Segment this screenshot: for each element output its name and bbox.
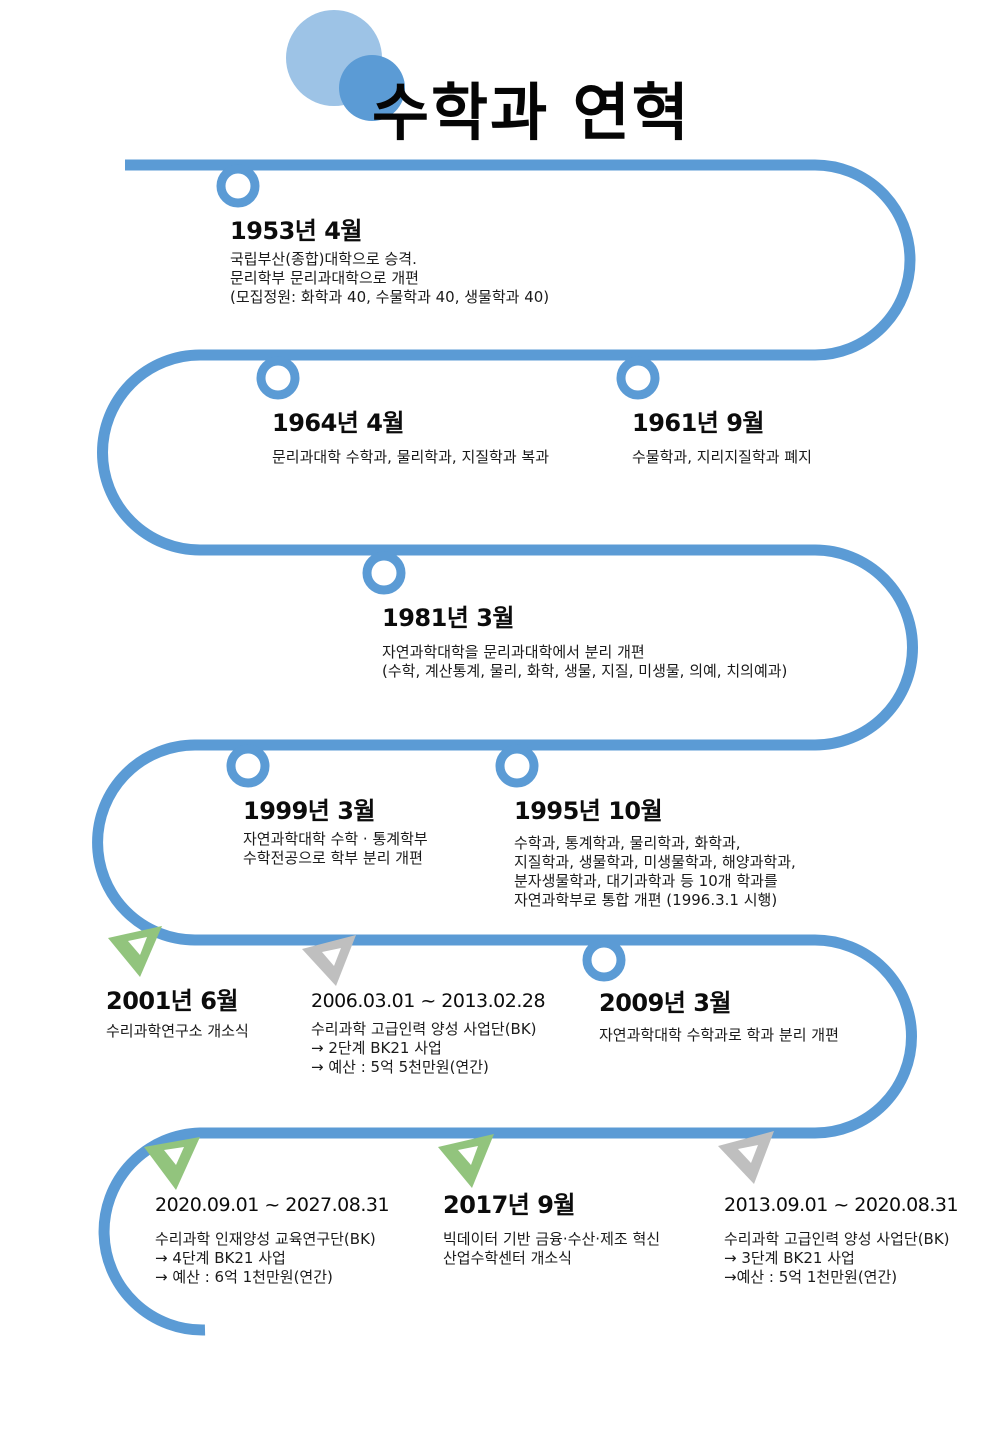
desc-line: 수학과, 통계학과, 물리학과, 화학과, (514, 834, 741, 853)
marker-circle-1995 (495, 744, 539, 788)
event-1999: 1999년 3월 자연과학대학 수학 · 통계학부 수학전공으로 학부 분리 개… (243, 798, 428, 868)
event-desc: 수리과학 고급인력 양성 사업단(BK) → 3단계 BK21 사업 →예산 :… (724, 1230, 958, 1287)
desc-line: 수물학과, 지리지질학과 폐지 (632, 448, 812, 467)
event-desc: 자연과학대학 수학 · 통계학부 수학전공으로 학부 분리 개편 (243, 830, 428, 868)
desc-line: 산업수학센터 개소식 (443, 1249, 572, 1268)
event-2009: 2009년 3월 자연과학대학 수학과로 학과 분리 개편 (599, 990, 839, 1045)
event-desc: 수리과학 고급인력 양성 사업단(BK) → 2단계 BK21 사업 → 예산 … (311, 1020, 545, 1077)
event-date: 2001년 6월 (106, 987, 239, 1015)
marker-triangle-2006 (302, 935, 356, 986)
event-desc: 수학과, 통계학과, 물리학과, 화학과, 지질학과, 생물학과, 미생물학과,… (514, 834, 796, 910)
desc-line: 빅데이터 기반 금융·수산·제조 혁신 (443, 1230, 661, 1249)
marker-circle-1964 (256, 356, 300, 400)
event-date: 1953년 4월 (230, 217, 363, 245)
desc-line: 자연과학대학 수학 · 통계학부 (243, 830, 428, 849)
event-desc: 국립부산(종합)대학으로 승격. 문리학부 문리과대학으로 개편 (모집정원: … (230, 250, 549, 307)
marker-circle-1999 (226, 744, 270, 788)
event-desc: 빅데이터 기반 금융·수산·제조 혁신 산업수학센터 개소식 (443, 1230, 660, 1268)
desc-line: →예산 : 5억 1천만원(연간) (724, 1267, 898, 1286)
desc-line: → 2단계 BK21 사업 (311, 1038, 442, 1057)
event-desc: 문리과대학 수학과, 물리학과, 지질학과 복과 (272, 448, 549, 467)
event-2020-2027: 2020.09.01 ~ 2027.08.31 수리과학 인재양성 교육연구단(… (155, 1194, 390, 1287)
event-1964: 1964년 4월 문리과대학 수학과, 물리학과, 지질학과 복과 (272, 410, 549, 467)
desc-line: 지질학과, 생물학과, 미생물학과, 해양과학과, (514, 853, 796, 872)
desc-line: 자연과학대학을 문리과대학에서 분리 개편 (382, 643, 645, 662)
event-date: 1961년 9월 (632, 409, 765, 437)
page-title: 수학과 연혁 (372, 76, 691, 149)
event-date: 2006.03.01 ~ 2013.02.28 (311, 990, 546, 1012)
desc-line: 문리학부 문리과대학으로 개편 (230, 269, 419, 288)
decor-circle-dark (339, 55, 405, 121)
event-date: 2017년 9월 (443, 1191, 576, 1219)
marker-triangle-2001 (108, 926, 162, 977)
event-2017: 2017년 9월 빅데이터 기반 금융·수산·제조 혁신 산업수학센터 개소식 (443, 1192, 660, 1268)
event-desc: 자연과학대학 수학과로 학과 분리 개편 (599, 1026, 839, 1045)
marker-circle-2009 (582, 938, 626, 982)
event-date: 2020.09.01 ~ 2027.08.31 (155, 1194, 390, 1216)
event-2006-2013: 2006.03.01 ~ 2013.02.28 수리과학 고급인력 양성 사업단… (311, 990, 546, 1077)
marker-circle-1981 (362, 551, 406, 595)
desc-line: 수리과학연구소 개소식 (106, 1022, 249, 1041)
event-1981: 1981년 3월 자연과학대학을 문리과대학에서 분리 개편 (수학, 계산통계… (382, 605, 787, 681)
event-date: 2013.09.01 ~ 2020.08.31 (724, 1194, 959, 1216)
desc-line: 수리과학 고급인력 양성 사업단(BK) (724, 1229, 950, 1248)
desc-line: 자연과학부로 통합 개편 (1996.3.1 시행) (514, 891, 778, 910)
event-desc: 자연과학대학을 문리과대학에서 분리 개편 (수학, 계산통계, 물리, 화학,… (382, 643, 787, 681)
desc-line: → 예산 : 5억 5천만원(연간) (311, 1057, 489, 1076)
desc-line: (수학, 계산통계, 물리, 화학, 생물, 지질, 미생물, 의예, 치의예과… (382, 662, 788, 681)
event-desc: 수리과학 인재양성 교육연구단(BK) → 4단계 BK21 사업 → 예산 :… (155, 1230, 389, 1287)
event-1995: 1995년 10월 수학과, 통계학과, 물리학과, 화학과, 지질학과, 생물… (514, 798, 796, 910)
desc-line: 수리과학 고급인력 양성 사업단(BK) (311, 1019, 537, 1038)
event-1961: 1961년 9월 수물학과, 지리지질학과 폐지 (632, 410, 812, 467)
event-date: 1981년 3월 (382, 604, 515, 632)
desc-line: 문리과대학 수학과, 물리학과, 지질학과 복과 (272, 448, 550, 467)
desc-line: 국립부산(종합)대학으로 승격. (230, 250, 417, 269)
marker-circle-1953 (216, 164, 260, 208)
desc-line: → 예산 : 6억 1천만원(연간) (155, 1267, 333, 1286)
event-date: 1995년 10월 (514, 797, 663, 825)
event-2013-2020: 2013.09.01 ~ 2020.08.31 수리과학 고급인력 양성 사업단… (724, 1194, 959, 1287)
event-1953: 1953년 4월 국립부산(종합)대학으로 승격. 문리학부 문리과대학으로 개… (230, 218, 549, 307)
marker-triangle-2020 (144, 1137, 200, 1190)
event-date: 1964년 4월 (272, 409, 405, 437)
desc-line: 자연과학대학 수학과로 학과 분리 개편 (599, 1026, 839, 1045)
event-date: 2009년 3월 (599, 989, 732, 1017)
event-desc: 수리과학연구소 개소식 (106, 1022, 249, 1041)
timeline-path (92, 159, 918, 1336)
marker-triangle-2017 (438, 1134, 494, 1188)
desc-line: 분자생물학과, 대기과학과 등 10개 학과를 (514, 872, 778, 891)
event-date: 1999년 3월 (243, 797, 376, 825)
desc-line: 수리과학 인재양성 교육연구단(BK) (155, 1229, 376, 1248)
desc-line: 수학전공으로 학부 분리 개편 (243, 849, 423, 868)
desc-line: → 4단계 BK21 사업 (155, 1248, 286, 1267)
marker-circle-1961 (616, 356, 660, 400)
marker-triangle-2013 (718, 1131, 774, 1184)
event-2001: 2001년 6월 수리과학연구소 개소식 (106, 988, 249, 1041)
desc-line: (모집정원: 화학과 40, 수물학과 40, 생물학과 40) (230, 288, 550, 307)
event-desc: 수물학과, 지리지질학과 폐지 (632, 448, 812, 467)
desc-line: → 3단계 BK21 사업 (724, 1248, 855, 1267)
